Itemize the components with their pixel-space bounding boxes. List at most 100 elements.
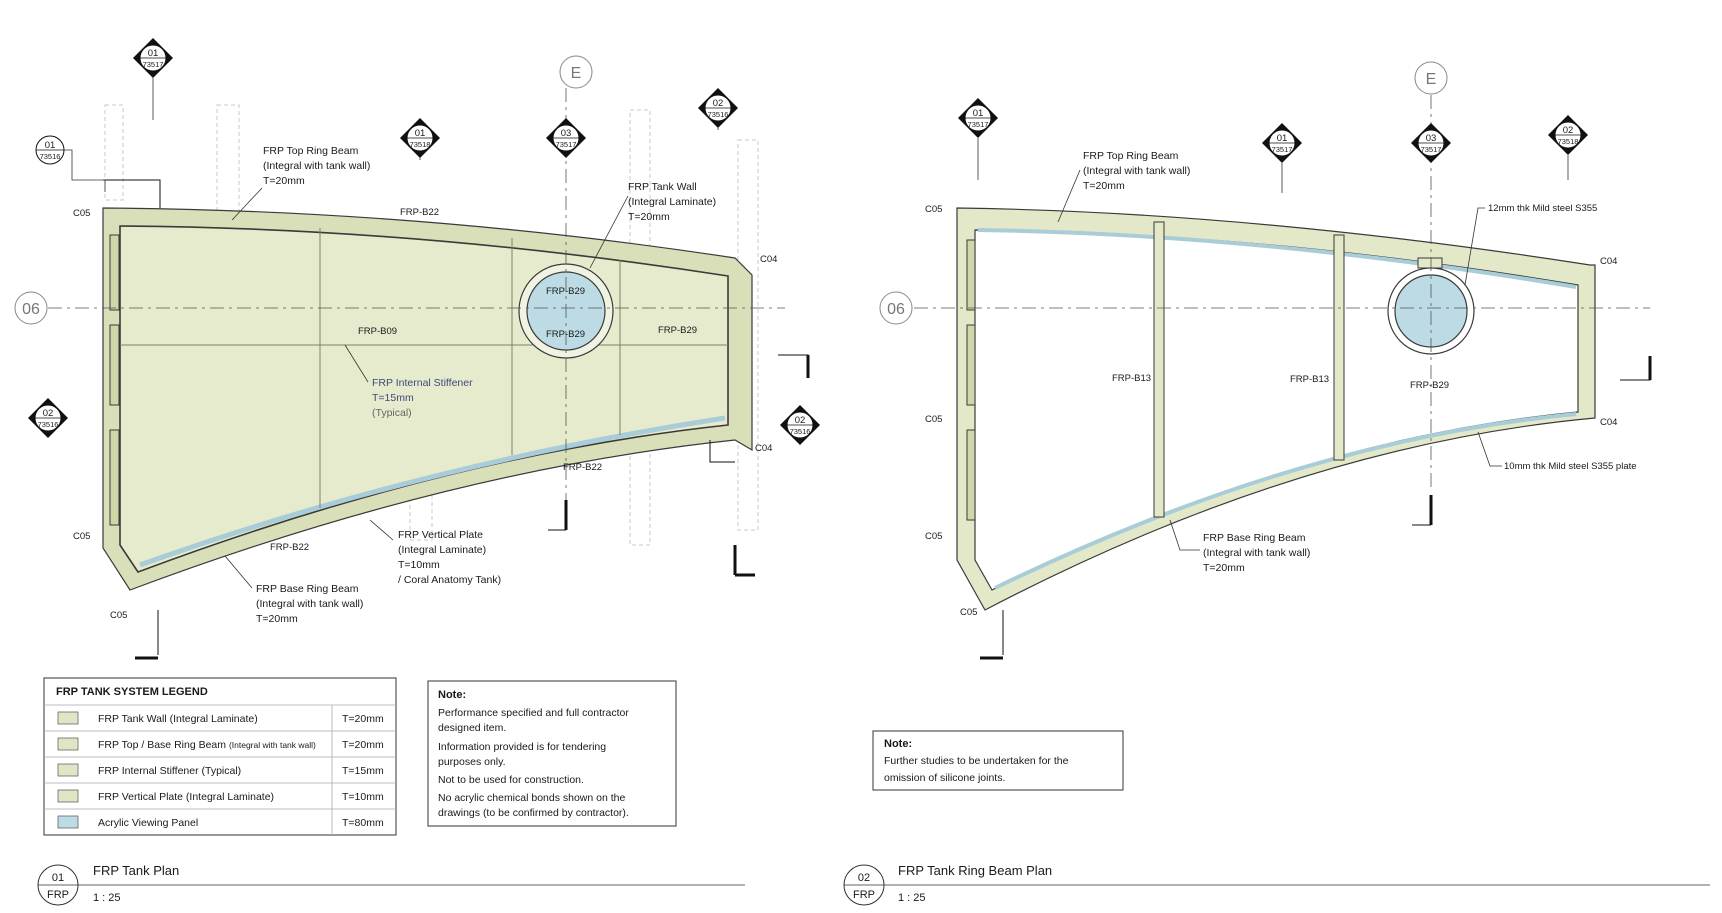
column-c04-a: C04	[760, 254, 777, 265]
column-c05-a: C05	[73, 208, 90, 219]
svg-text:Performance specified and full: Performance specified and full contracto…	[438, 707, 632, 819]
member-b29-b: FRP-B29	[546, 329, 585, 340]
leaders-view1	[224, 187, 629, 589]
legend-title: FRP TANK SYSTEM LEGEND	[56, 686, 208, 698]
note-box-2: Note: Further studies to be undertaken f…	[872, 730, 1124, 791]
svg-text:73516: 73516	[38, 420, 59, 429]
member-b22-bot: FRP-B22	[270, 542, 309, 553]
legend-swatch-2	[57, 737, 79, 751]
callout-02-73516-left[interactable]: 02 73516	[28, 398, 68, 438]
svg-text:73517: 73517	[968, 120, 989, 129]
member-v2-b29: FRP-B29	[1410, 380, 1449, 391]
mid-bracket	[1417, 257, 1443, 269]
beams-b13	[1153, 221, 1345, 518]
svg-text:02: 02	[43, 408, 54, 419]
column-c04-b: C04	[755, 443, 772, 454]
svg-text:03: 03	[1426, 133, 1437, 144]
legend-row-4: FRP Vertical Plate (Integral Laminate) T…	[57, 789, 384, 803]
view1-scale: 1 : 25	[93, 892, 121, 904]
grid-06-label-v2: 06	[887, 301, 905, 318]
svg-text:T=80mm: T=80mm	[342, 817, 384, 829]
label-tank-wall: FRP Tank Wall (Integral Laminate) T=20mm	[628, 181, 719, 223]
callout-01-73517-a[interactable]: 01 73517	[133, 38, 173, 120]
view2-title: FRP Tank Ring Beam Plan	[898, 863, 1052, 878]
svg-text:73517: 73517	[1272, 145, 1293, 154]
legend-row-5: Acrylic Viewing Panel T=80mm	[57, 815, 384, 829]
column-v2-c05-b: C05	[925, 414, 942, 425]
svg-text:02: 02	[795, 415, 806, 426]
label-v2-base-ring-beam: FRP Base Ring Beam (Integral with tank w…	[1203, 532, 1313, 574]
callout-01-73516[interactable]: 01 73516	[35, 135, 106, 192]
steel-plate-top	[977, 228, 1577, 289]
callout-v2-03-73517[interactable]: 03 73517	[1411, 123, 1451, 163]
callout-v2-02-73518[interactable]: 02 73518	[1548, 115, 1588, 180]
left-wall-notches-view2	[966, 239, 976, 521]
member-b22-top: FRP-B22	[400, 207, 439, 218]
svg-text:Note:: Note:	[884, 738, 912, 750]
internal-stiffeners	[120, 228, 728, 508]
grid-e-label-v2: E	[1426, 71, 1437, 88]
steel-plate-base	[994, 412, 1577, 590]
title-block-view1: 01 FRP FRP Tank Plan 1 : 25	[37, 863, 745, 906]
member-b09: FRP-B09	[358, 326, 397, 337]
column-v2-c05-d: C05	[960, 607, 977, 618]
svg-text:01: 01	[148, 48, 159, 59]
svg-text:73518: 73518	[410, 140, 431, 149]
member-v2-b13-a: FRP-B13	[1112, 373, 1151, 384]
title-block-view2: 02 FRP FRP Tank Ring Beam Plan 1 : 25	[843, 863, 1710, 906]
legend-table: FRP TANK SYSTEM LEGEND FRP Tank Wall (In…	[43, 677, 397, 836]
grid-lines-view1	[48, 88, 785, 505]
svg-text:T=15mm: T=15mm	[342, 765, 384, 777]
grid-bubble-e-v2	[1414, 61, 1448, 95]
callout-03-73517[interactable]: 03 73517	[546, 118, 586, 158]
leaders-view2	[1057, 169, 1502, 551]
svg-text:FRP: FRP	[47, 889, 69, 901]
svg-text:02: 02	[1563, 125, 1574, 136]
svg-text:73516: 73516	[40, 152, 61, 161]
section-marks-view1	[103, 179, 810, 660]
view1-title: FRP Tank Plan	[93, 863, 179, 878]
note-box-1: Note: Performance specified and full con…	[427, 680, 677, 827]
label-vertical-plate: FRP Vertical Plate (Integral Laminate) T…	[398, 529, 501, 586]
column-v2-c05-c: C05	[925, 531, 942, 542]
callout-v2-01-73517-a[interactable]: 01 73517	[958, 98, 998, 180]
svg-text:73517: 73517	[1421, 145, 1442, 154]
legend-swatch-5	[57, 815, 79, 829]
callout-v2-01-73517-b[interactable]: 01 73517	[1262, 123, 1302, 193]
svg-text:01: 01	[52, 872, 64, 884]
svg-text:02: 02	[858, 872, 870, 884]
label-top-ring-beam: FRP Top Ring Beam (Integral with tank wa…	[263, 145, 373, 187]
svg-text:73517: 73517	[143, 60, 164, 69]
member-v2-b13-b: FRP-B13	[1290, 374, 1329, 385]
column-v2-c04-a: C04	[1600, 256, 1617, 267]
callout-01-73518[interactable]: 01 73518	[400, 118, 440, 160]
grid-bubble-06	[14, 291, 48, 325]
svg-text:Acrylic Viewing Panel: Acrylic Viewing Panel	[98, 817, 198, 829]
svg-text:73517: 73517	[556, 140, 577, 149]
svg-text:Further studies to be undertak: Further studies to be undertaken for the…	[884, 755, 1071, 784]
label-v2-steel-12: 12mm thk Mild steel S355	[1488, 203, 1597, 214]
svg-text:73518: 73518	[1558, 137, 1579, 146]
svg-text:02: 02	[713, 98, 724, 109]
legend-swatch-4	[57, 789, 79, 803]
grid-bubble-06-v2	[879, 291, 913, 325]
legend-swatch-1	[57, 711, 79, 725]
column-c05-b: C05	[73, 531, 90, 542]
callout-02-73516-right[interactable]: 02 73516	[780, 405, 820, 445]
svg-text:73516: 73516	[790, 427, 811, 436]
svg-text:01: 01	[415, 128, 426, 139]
section-marks-view2	[980, 356, 1652, 660]
column-v2-c04-b: C04	[1600, 417, 1617, 428]
label-v2-top-ring-beam: FRP Top Ring Beam (Integral with tank wa…	[1083, 150, 1193, 192]
svg-text:T=20mm: T=20mm	[342, 739, 384, 751]
svg-text:FRP: FRP	[853, 889, 875, 901]
callout-02-73516-top[interactable]: 02 73516	[698, 88, 738, 130]
grid-e-label: E	[571, 65, 582, 82]
svg-text:01: 01	[45, 140, 56, 151]
label-base-ring-beam: FRP Base Ring Beam (Integral with tank w…	[256, 583, 366, 625]
svg-text:FRP Vertical Plate (Integral L: FRP Vertical Plate (Integral Laminate)	[98, 791, 274, 803]
grid-bubble-e	[559, 55, 593, 89]
svg-text:73516: 73516	[708, 110, 729, 119]
view-frp-ring-beam-plan: 06 E 01 73517	[843, 61, 1710, 906]
